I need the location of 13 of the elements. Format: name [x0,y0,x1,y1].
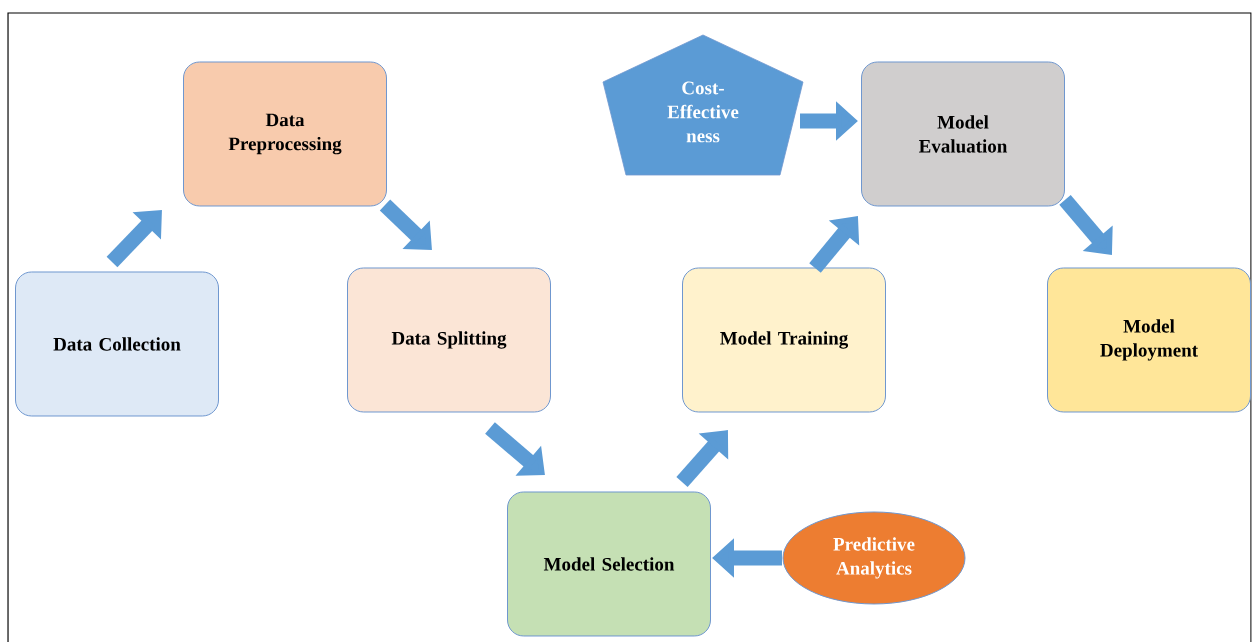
block-arrow [1059,195,1113,255]
process-box: Model Deployment [1047,267,1251,413]
process-box: Model Selection [507,491,711,637]
process-box: Data Collection [15,271,219,417]
process-box: Data Splitting [347,267,551,413]
pentagon: Cost-Effective ness [602,34,804,176]
block-arrow [379,199,432,250]
process-box: Model Evaluation [861,61,1065,207]
process-box: Data Preprocessing [183,61,387,207]
process-box: Model Training [682,267,886,413]
block-arrow [676,430,729,487]
block-arrow [106,210,162,268]
block-arrow [485,422,545,476]
